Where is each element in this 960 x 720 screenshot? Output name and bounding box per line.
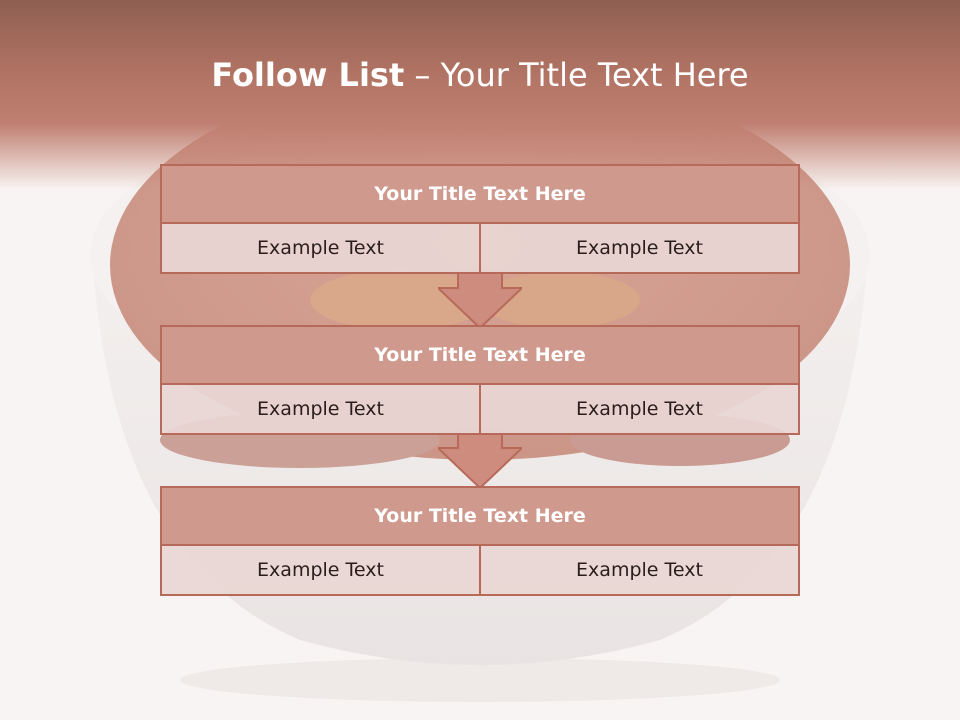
step-text-left: Example Text xyxy=(257,398,384,420)
step-title: Your Title Text Here xyxy=(162,327,798,385)
step-title: Your Title Text Here xyxy=(162,488,798,546)
step-text-right: Example Text xyxy=(479,224,798,272)
step-row: Example Text Example Text xyxy=(162,546,798,594)
down-arrow-icon xyxy=(438,270,522,328)
step-row: Example Text Example Text xyxy=(162,385,798,433)
step-title: Your Title Text Here xyxy=(162,166,798,224)
slide-title-rest: – Your Title Text Here xyxy=(404,56,749,94)
step-box-3: Your Title Text Here Example Text Exampl… xyxy=(160,486,800,596)
step-text-right: Example Text xyxy=(479,385,798,433)
header-banner xyxy=(0,0,960,190)
step-box-2: Your Title Text Here Example Text Exampl… xyxy=(160,325,800,435)
step-box-1: Your Title Text Here Example Text Exampl… xyxy=(160,164,800,274)
step-text-left: Example Text xyxy=(257,559,384,581)
down-arrow-icon xyxy=(438,430,522,488)
slide-title-bold: Follow List xyxy=(211,56,405,94)
step-text-left: Example Text xyxy=(257,237,384,259)
slide-title: Follow List – Your Title Text Here xyxy=(0,56,960,94)
step-row: Example Text Example Text xyxy=(162,224,798,272)
step-text-right: Example Text xyxy=(479,546,798,594)
